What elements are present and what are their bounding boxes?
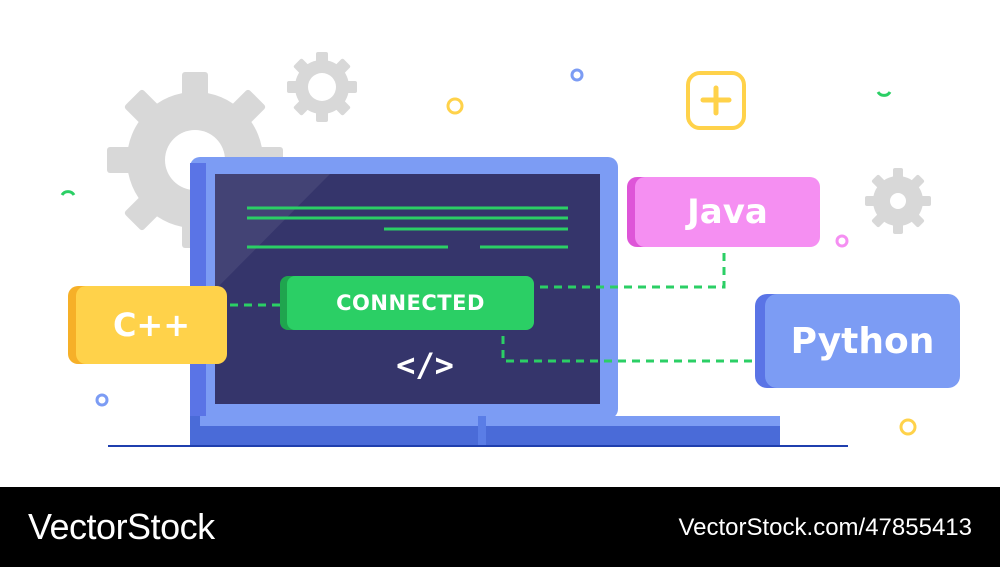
connected-label: CONNECTED xyxy=(336,291,485,315)
footer-image-id: VectorStock.com/47855413 xyxy=(678,514,972,541)
gear-icon xyxy=(865,168,931,234)
cpp-tag: C++ xyxy=(76,286,227,364)
gear-icon xyxy=(287,52,357,122)
java-tag: Java xyxy=(635,177,820,247)
python-tag: Python xyxy=(765,294,960,388)
connector-lines xyxy=(230,250,755,363)
plus-icon xyxy=(686,71,746,130)
illustration: C++ Java Python CONNECTED </> xyxy=(60,52,960,447)
code-lines xyxy=(247,206,568,249)
python-label: Python xyxy=(790,320,935,362)
cpp-label: C++ xyxy=(112,306,191,344)
footer-brand: VectorStock xyxy=(28,506,215,547)
footer-bar: VectorStock VectorStock.com/47855413 xyxy=(0,487,1000,567)
code-icon: </> xyxy=(396,346,454,384)
illustration-art xyxy=(60,52,931,447)
connected-badge: CONNECTED xyxy=(287,276,534,330)
decorative-dots xyxy=(60,68,917,436)
java-label: Java xyxy=(687,192,768,232)
